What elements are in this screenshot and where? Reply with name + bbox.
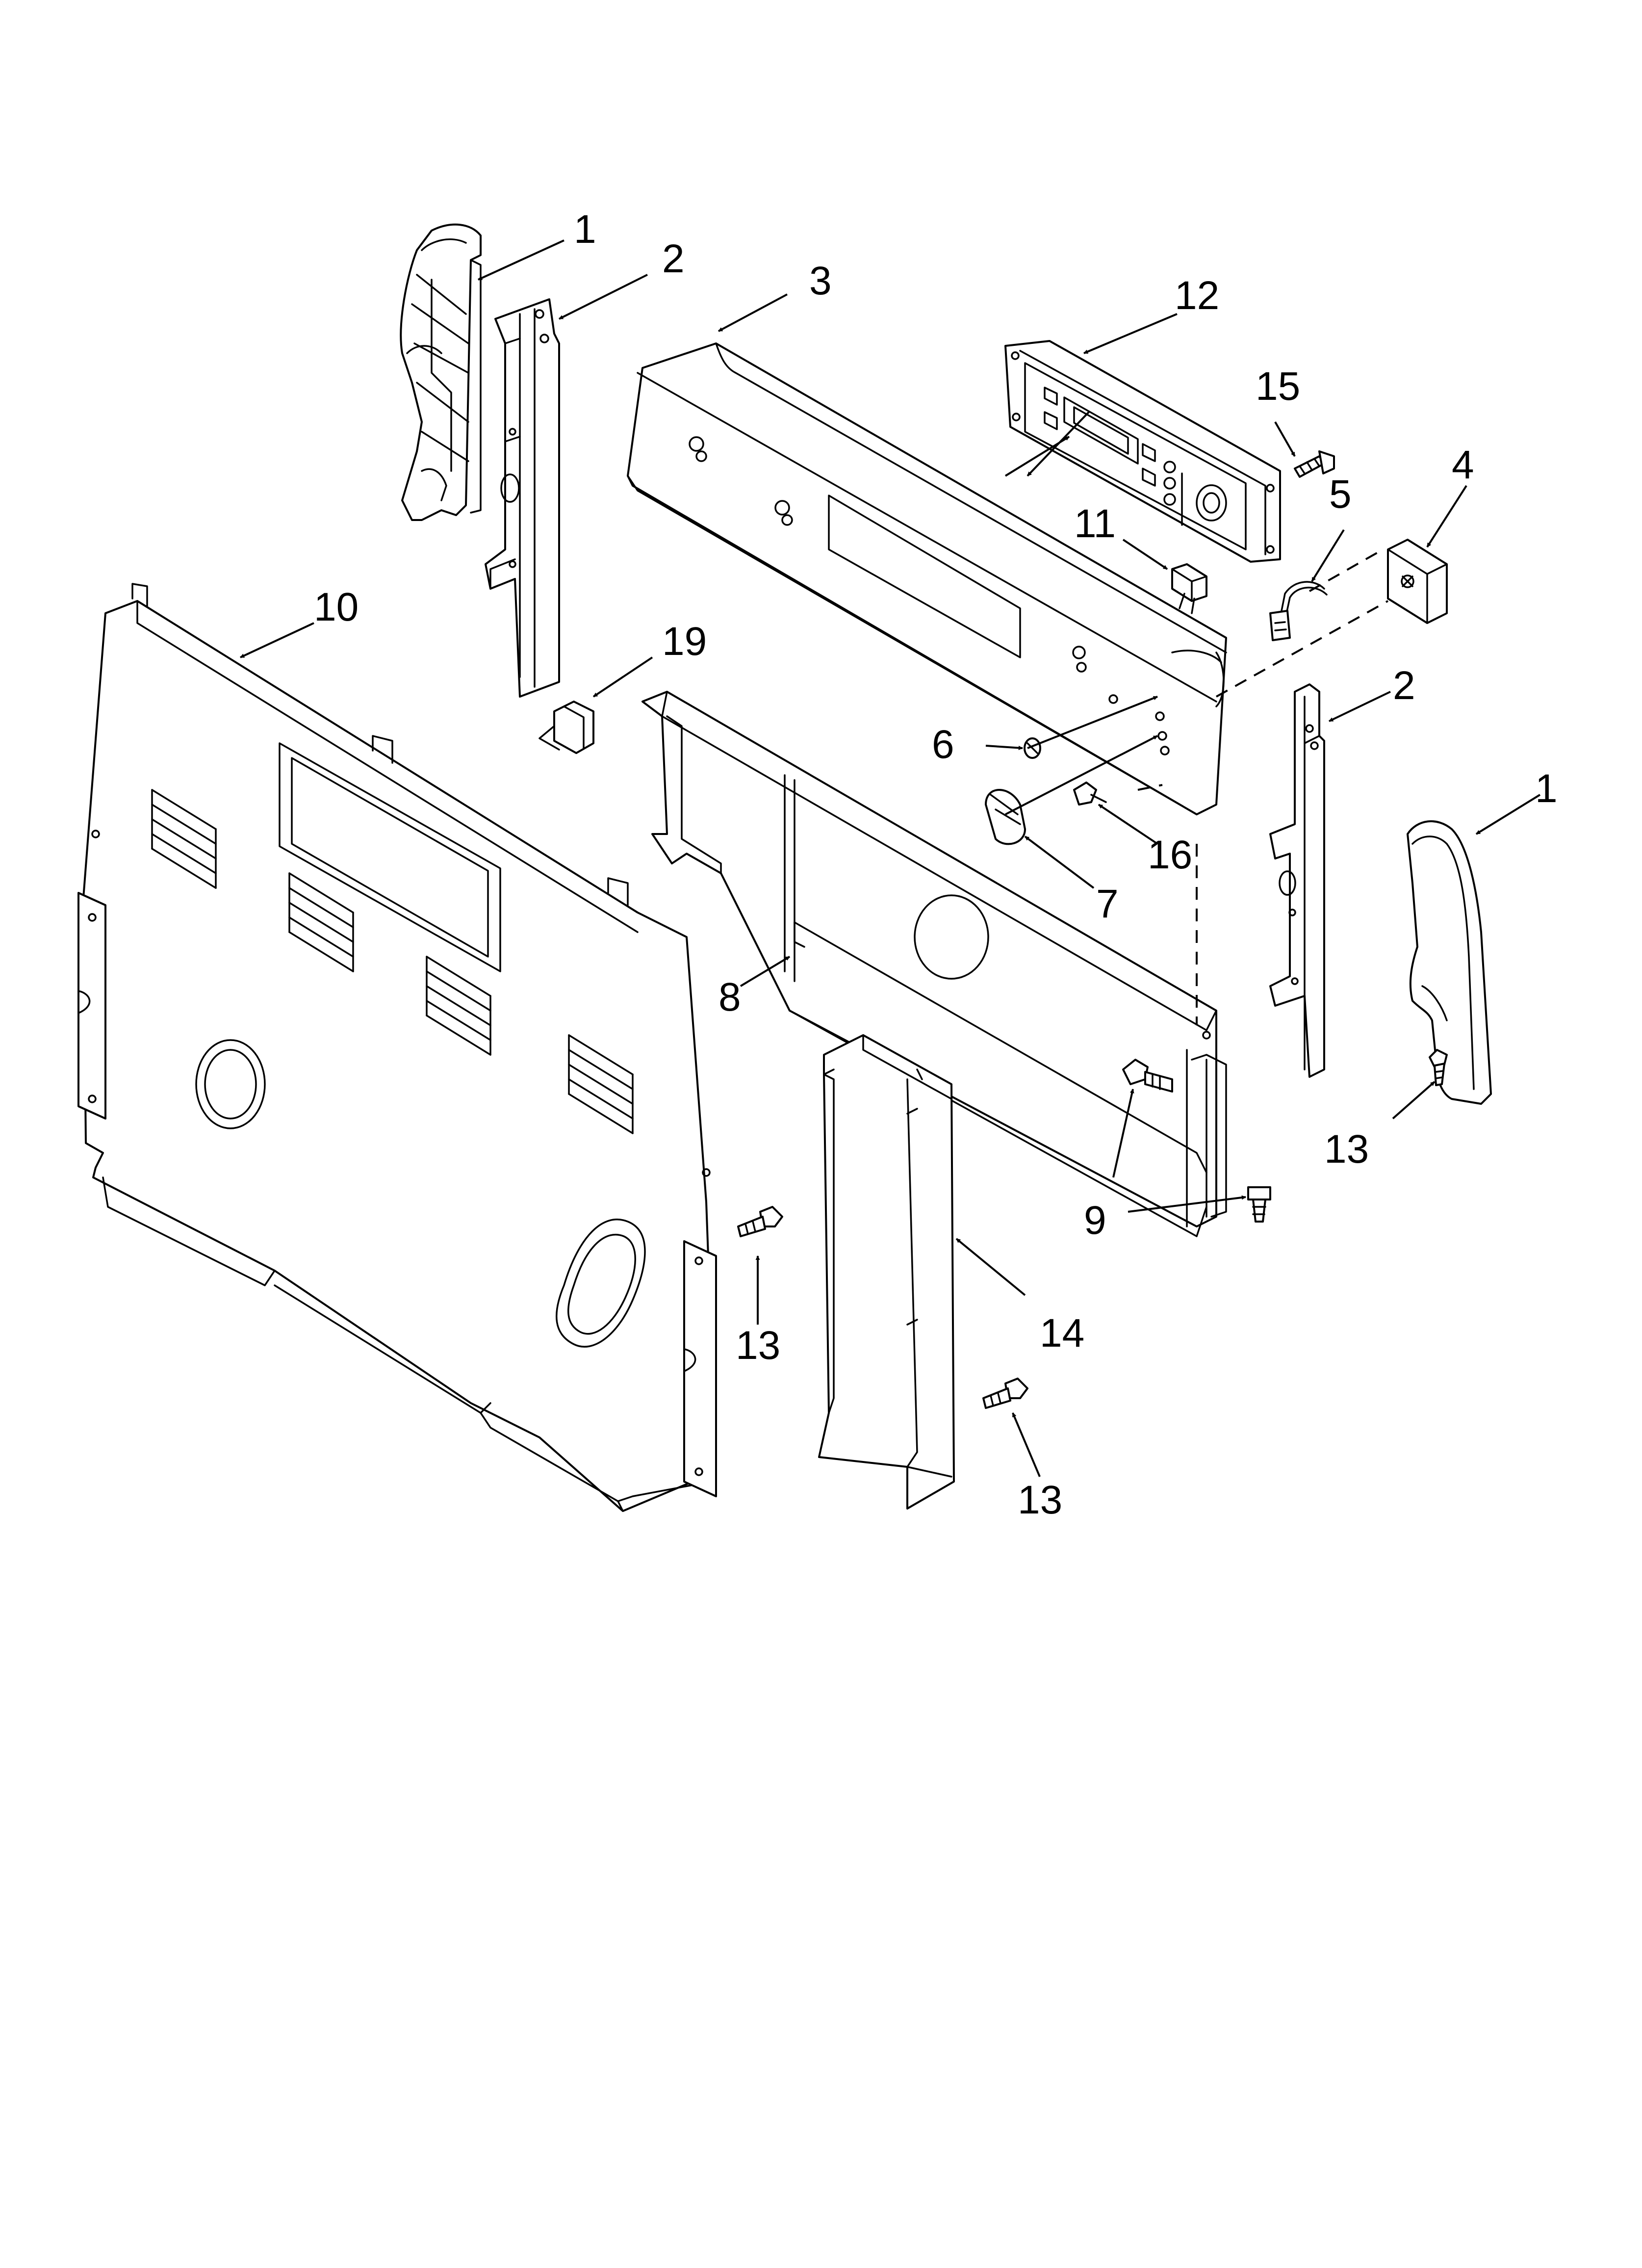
wire-harness-part [1269, 581, 1328, 641]
screw-15-part [1294, 450, 1335, 478]
control-console-part [627, 342, 1227, 815]
knob-part [985, 789, 1026, 845]
callout-15: 15 [1256, 364, 1300, 409]
callout-7: 7 [1096, 882, 1119, 926]
left-end-cap-part [400, 223, 482, 521]
callout-3: 3 [809, 259, 832, 303]
screw-13c-part [982, 1378, 1028, 1409]
terminal-block-part [1387, 539, 1448, 624]
right-side-bracket-part [1269, 683, 1325, 1078]
right-end-cap-part [1407, 820, 1492, 1105]
callout-1-left: 1 [574, 207, 596, 252]
left-side-bracket-part [485, 298, 560, 698]
callout-11: 11 [1074, 501, 1116, 546]
callout-8: 8 [718, 975, 741, 1019]
screw-6-part [1024, 737, 1041, 759]
screw-9a-part [1122, 1059, 1173, 1093]
callout-10: 10 [314, 585, 359, 629]
callout-19: 19 [662, 619, 707, 664]
electronic-control-part [1004, 340, 1281, 563]
screw-9b-part [1247, 1186, 1271, 1223]
alignment-lines [1137, 548, 1388, 1025]
callout-1-right: 1 [1535, 766, 1558, 811]
trim-channel-part [818, 1034, 955, 1510]
leader-lines [240, 239, 1541, 1477]
callout-14: 14 [1040, 1311, 1084, 1356]
callout-6: 6 [932, 722, 954, 767]
callout-2-left: 2 [662, 236, 685, 281]
back-panel-part [77, 583, 717, 1512]
callout-labels: 1 2 3 12 15 4 5 11 10 19 2 1 6 16 7 8 9 … [314, 207, 1558, 1522]
screw-13a-part [1429, 1049, 1448, 1086]
callout-2-right: 2 [1393, 663, 1415, 708]
callout-9: 9 [1084, 1198, 1106, 1243]
clip-part [539, 701, 594, 754]
callout-12: 12 [1175, 273, 1219, 318]
callout-5: 5 [1329, 472, 1352, 517]
screw-16-part [1073, 782, 1107, 806]
switch-part [1171, 563, 1207, 614]
callout-13-bottom: 13 [1018, 1478, 1062, 1522]
callout-16: 16 [1148, 833, 1192, 877]
callout-4: 4 [1452, 443, 1474, 487]
callout-13-right: 13 [1324, 1127, 1369, 1172]
callout-13-left: 13 [736, 1323, 780, 1368]
screw-13b-part [737, 1206, 783, 1237]
